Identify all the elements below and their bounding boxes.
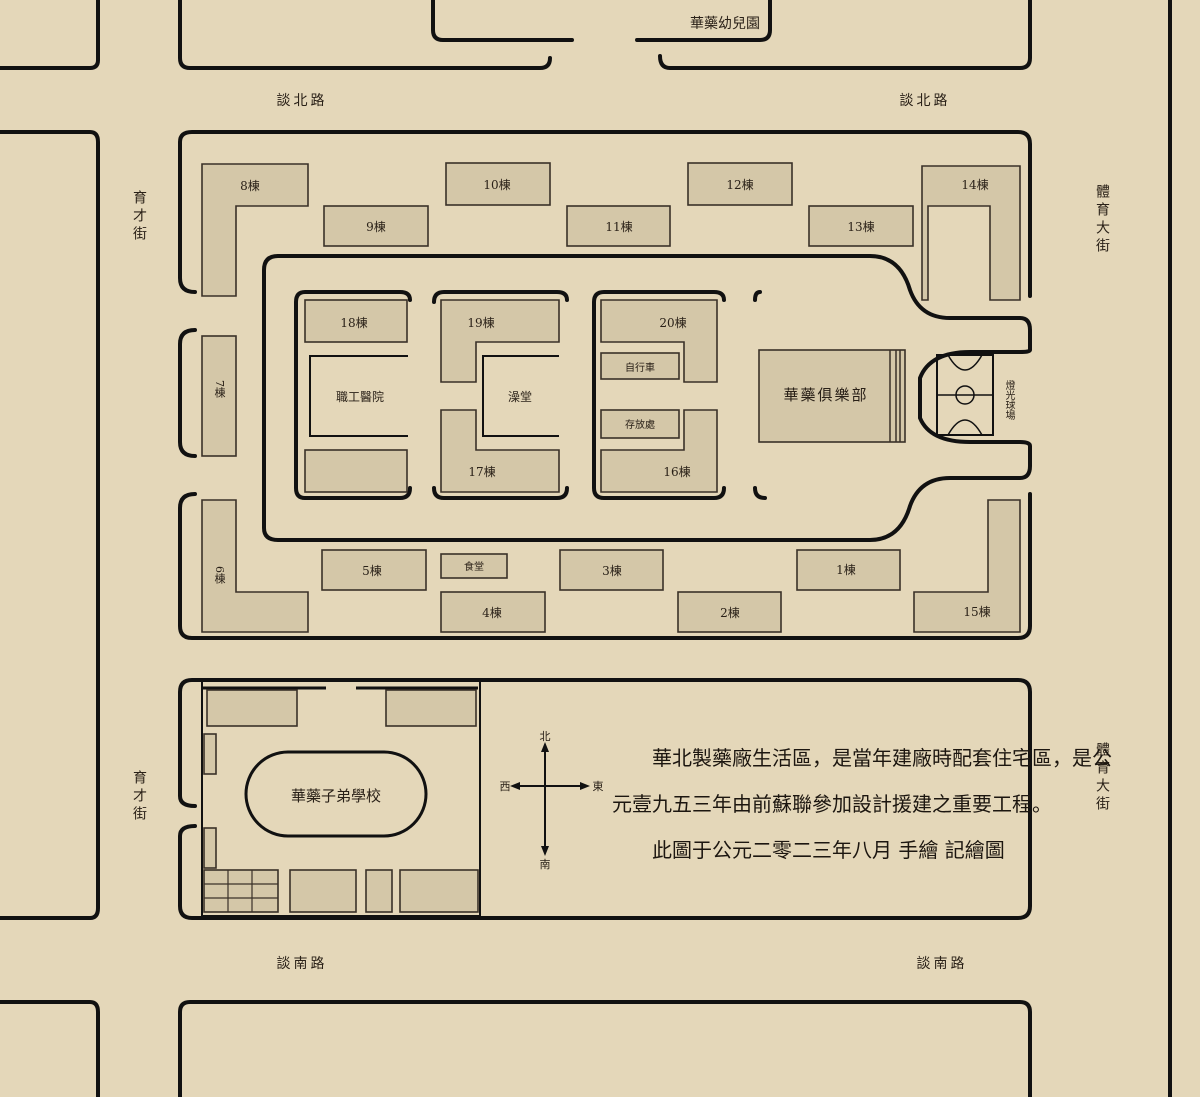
description-line-2: 元壹九五三年由前蘇聯參加設計援建之重要工程。 (612, 792, 1052, 816)
label-b2: 2棟 (720, 605, 740, 620)
label-b12: 12棟 (726, 177, 753, 192)
label-b11: 11棟 (605, 219, 632, 234)
label-b18: 18棟 (340, 315, 367, 330)
building-8[interactable] (201, 163, 309, 297)
building-11[interactable] (566, 205, 671, 247)
compass-west: 西 (500, 780, 511, 793)
label-south-road-left: 談南路 (277, 956, 328, 972)
building-6[interactable] (201, 499, 309, 633)
building-1[interactable] (796, 549, 901, 591)
label-north-road-right: 談北路 (900, 93, 951, 109)
compass-north: 北 (540, 730, 551, 743)
label-b7: 7棟 (213, 380, 226, 398)
school-building-w2[interactable] (203, 827, 217, 869)
label-b19: 19棟 (467, 315, 494, 330)
label-west-street-top: 育才街 (131, 190, 147, 244)
compass-south: 南 (540, 858, 551, 871)
label-west-street-bottom: 育才街 (131, 770, 147, 824)
label-storage: 存放處 (625, 418, 655, 431)
school-building-nw[interactable] (206, 689, 298, 727)
building-15[interactable] (913, 499, 1021, 633)
label-club: 華藥俱樂部 (783, 386, 868, 404)
label-clinic: 職工醫院 (336, 390, 384, 404)
canteen[interactable] (440, 553, 508, 579)
basketball-court[interactable] (936, 354, 994, 436)
label-b10: 10棟 (483, 177, 510, 192)
street-outlines (0, 0, 1172, 1097)
building-18[interactable] (304, 299, 408, 343)
building-3[interactable] (559, 549, 664, 591)
building-5[interactable] (321, 549, 427, 591)
label-b1: 1棟 (836, 562, 856, 577)
building-13[interactable] (808, 205, 914, 247)
bike-shed[interactable] (600, 352, 680, 380)
label-b14: 14棟 (961, 177, 988, 192)
building-9[interactable] (323, 205, 429, 247)
school-building-w1[interactable] (203, 733, 217, 775)
school-track[interactable] (244, 750, 428, 838)
building-12[interactable] (687, 162, 793, 206)
building-shapes (201, 162, 1021, 633)
label-east-street-bottom: 體育大街 (1094, 742, 1110, 814)
building-4[interactable] (440, 591, 546, 633)
label-b8: 8棟 (240, 178, 260, 193)
description-line-3: 此圖于公元二零二三年八月 手繪 記繪圖 (652, 838, 1005, 862)
label-b6: 6棟 (213, 566, 226, 584)
label-b15: 15棟 (963, 604, 990, 619)
school-block (178, 678, 1032, 920)
building-16[interactable] (600, 409, 718, 493)
school-buildings (202, 686, 479, 913)
school-building-ne[interactable] (385, 689, 477, 727)
building-18-south[interactable] (304, 449, 408, 493)
label-b5: 5棟 (362, 563, 382, 578)
label-bike: 自行車 (625, 361, 655, 374)
building-20[interactable] (600, 299, 718, 383)
residential-block (178, 130, 1032, 640)
label-b3: 3棟 (602, 563, 622, 578)
map-description: 華北製藥廠生活區，是當年建廠時配套住宅區，是公 元壹九五三年由前蘇聯參加設計援建… (612, 735, 1112, 873)
label-b9: 9棟 (366, 219, 386, 234)
label-north-road-left: 談北路 (277, 93, 328, 109)
compass (510, 742, 590, 856)
map-labels: 華藥幼兒園 談北路 談北路 談南路 談南路 8棟 9棟 10棟 11棟 12棟 … (240, 16, 990, 972)
building-7[interactable] (201, 335, 237, 457)
label-b20: 20棟 (659, 315, 686, 330)
label-bath: 澡堂 (508, 390, 532, 404)
label-court: 燈光球場 (1003, 380, 1014, 420)
label-school: 華藥子弟學校 (291, 787, 381, 805)
compass-east: 東 (593, 780, 604, 793)
label-b16: 16棟 (663, 464, 690, 479)
label-b17: 17棟 (468, 464, 495, 479)
label-b4: 4棟 (482, 605, 502, 620)
label-east-street-top: 體育大街 (1094, 184, 1110, 256)
label-canteen: 食堂 (464, 560, 484, 573)
building-14[interactable] (921, 165, 1021, 301)
label-b13: 13棟 (847, 219, 874, 234)
label-kindergarten: 華藥幼兒園 (690, 16, 760, 32)
building-17[interactable] (440, 409, 560, 493)
description-line-1: 華北製藥廠生活區，是當年建廠時配套住宅區，是公 (652, 746, 1112, 770)
building-19[interactable] (440, 299, 560, 383)
building-2[interactable] (677, 591, 782, 633)
storage[interactable] (600, 409, 680, 439)
club-building[interactable] (758, 349, 906, 443)
label-south-road-right: 談南路 (917, 956, 968, 972)
building-10[interactable] (445, 162, 551, 206)
